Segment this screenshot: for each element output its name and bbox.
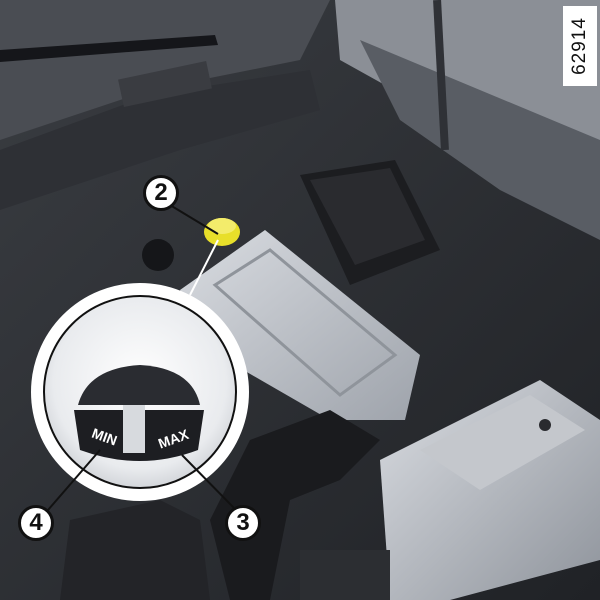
hood-prop-rod <box>433 0 449 151</box>
reference-number: 62914 <box>569 17 590 75</box>
air-filter-box-top <box>420 395 585 490</box>
filter-box-fastener <box>539 419 551 431</box>
callout-2: 2 <box>143 175 179 211</box>
relay-block <box>300 550 390 600</box>
hood-inner-panel <box>360 40 600 240</box>
leader-line-2 <box>169 204 219 235</box>
callout-4: 4 <box>18 505 54 541</box>
reference-number-tag: 62914 <box>563 6 597 86</box>
magnifier-detail: MIN MAX <box>31 283 249 501</box>
leader-line-3 <box>181 454 237 511</box>
wiper-arm <box>0 35 218 62</box>
plenum-vent <box>118 60 212 108</box>
dipstick-notch <box>123 405 145 453</box>
battery-cover-top <box>310 168 425 265</box>
air-intake-hose <box>210 410 380 600</box>
leader-line-4 <box>47 449 101 511</box>
dipstick-head <box>78 365 200 405</box>
engine-cover-ridge <box>212 248 398 397</box>
plenum-panel <box>0 70 320 210</box>
reservoir-cap <box>142 239 174 271</box>
magnifier-connector <box>189 239 219 296</box>
engine-cover <box>180 230 420 420</box>
intake-duct <box>60 500 210 600</box>
oil-filler-cap-top <box>208 218 236 234</box>
callout-3: 3 <box>225 505 261 541</box>
